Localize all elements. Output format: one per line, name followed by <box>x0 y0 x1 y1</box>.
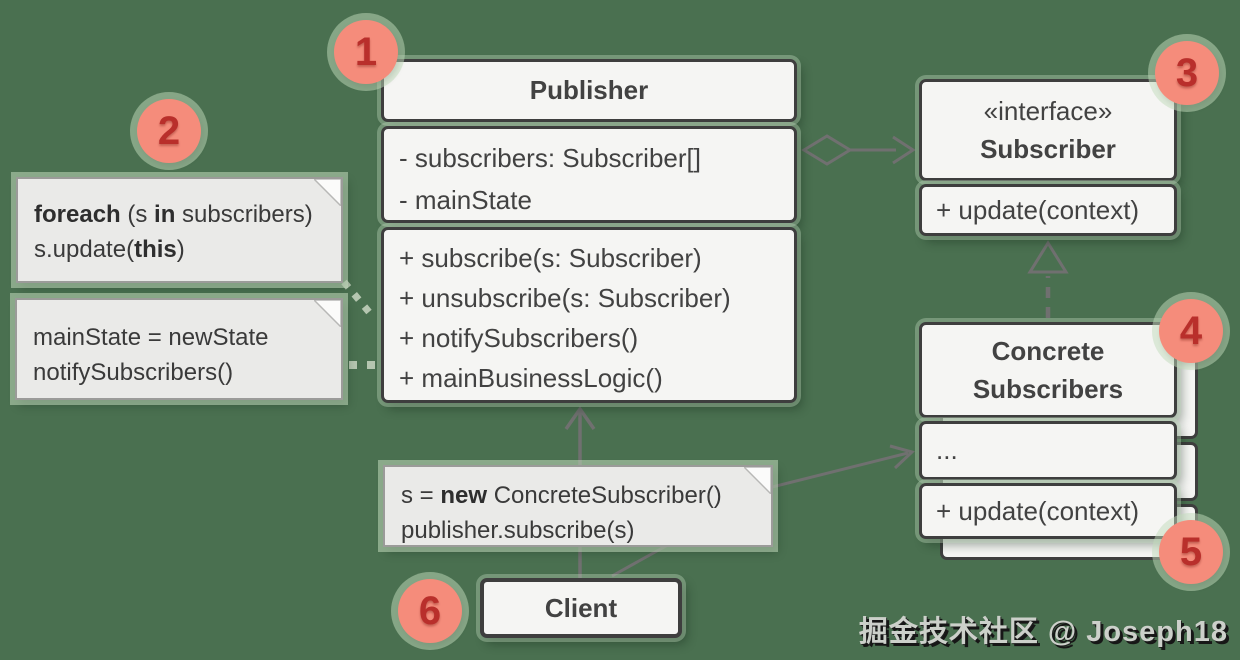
badge-2: 2 <box>137 99 201 163</box>
client-class: Client <box>480 578 682 638</box>
badge-1: 1 <box>334 20 398 84</box>
note-line: mainState = newState <box>33 324 269 351</box>
note-line: notifySubscribers() <box>33 359 234 386</box>
watermark: 掘金技术社区 @ Joseph18 <box>858 616 1228 648</box>
subscriber-methods: + update(context) <box>919 184 1177 236</box>
concrete-title-line2: Subscribers <box>972 374 1124 404</box>
concrete-subscribers-header: Concrete Subscribers <box>919 322 1177 418</box>
note-construct: s = new ConcreteSubscriber() publisher.s… <box>383 465 773 547</box>
realization-connector <box>1027 240 1069 318</box>
concrete-title-line1: Concrete <box>991 336 1105 366</box>
note-connector-foreach <box>341 279 377 321</box>
dogear-icon <box>314 179 341 206</box>
method-row: + subscribe(s: Subscriber) <box>399 243 702 273</box>
badge-5: 5 <box>1159 520 1223 584</box>
aggregation-connector <box>801 134 916 166</box>
note-foreach: foreach (s in subscribers) s.update(this… <box>16 177 343 283</box>
interface-stereotype: «interface» <box>983 96 1113 126</box>
method-row: + mainBusinessLogic() <box>399 363 663 393</box>
publisher-attributes: - subscribers: Subscriber[] - mainState <box>381 126 797 223</box>
attribute-row: - mainState <box>399 185 532 215</box>
concrete-methods: + update(context) <box>919 483 1177 539</box>
publisher-title: Publisher <box>529 75 649 105</box>
method-row: + notifySubscribers() <box>399 323 639 353</box>
attribute-row: - subscribers: Subscriber[] <box>399 143 701 173</box>
note-line: s = new ConcreteSubscriber() <box>401 482 722 509</box>
client-title: Client <box>544 592 618 623</box>
note-mainstate: mainState = newState notifySubscribers() <box>15 298 343 400</box>
subscriber-interface-header: «interface» Subscriber <box>919 79 1177 181</box>
publisher-class-header: Publisher <box>381 59 797 122</box>
note-line: s.update(this) <box>34 236 185 263</box>
note-line: foreach (s in subscribers) <box>34 201 313 228</box>
method-row: + unsubscribe(s: Subscriber) <box>399 283 731 313</box>
badge-4: 4 <box>1159 299 1223 363</box>
publisher-methods: + subscribe(s: Subscriber) + unsubscribe… <box>381 227 797 403</box>
badge-3: 3 <box>1155 41 1219 105</box>
note-line: publisher.subscribe(s) <box>401 517 635 544</box>
dogear-icon <box>744 467 771 494</box>
subscriber-title: Subscriber <box>980 134 1116 164</box>
badge-6: 6 <box>398 579 462 643</box>
concrete-ellipsis-row: ... <box>919 421 1177 480</box>
dogear-icon <box>314 300 341 327</box>
